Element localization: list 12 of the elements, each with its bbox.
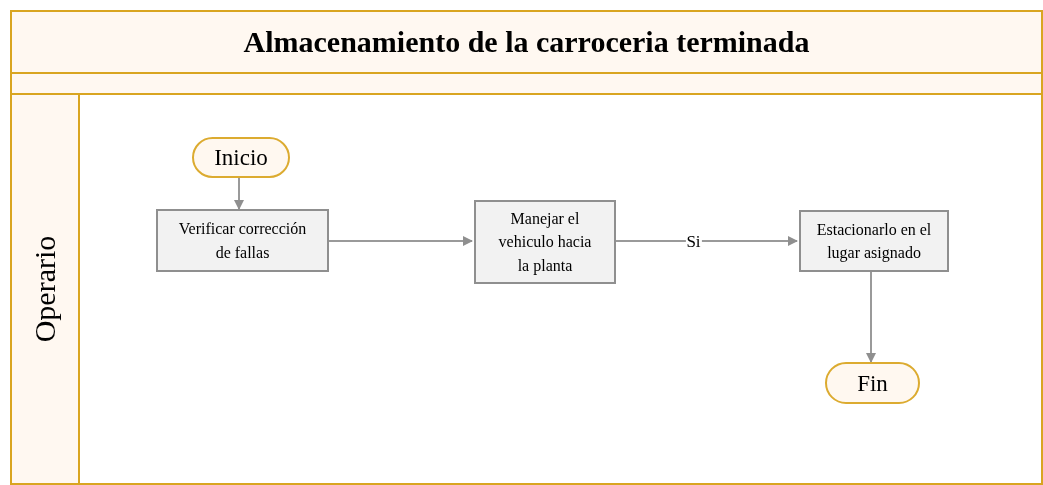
arrow <box>866 271 876 363</box>
process-box: Estacionarlo en el lugar asignado <box>799 210 949 272</box>
arrow <box>326 236 473 246</box>
process-box: Verificar corrección de fallas <box>156 209 329 272</box>
arrow <box>613 236 798 246</box>
pool-title: Almacenamiento de la carroceria terminada <box>243 27 810 57</box>
lane-label: Operario <box>30 235 60 343</box>
terminal-pill: Inicio <box>192 137 290 178</box>
process-box: Manejar el vehiculo hacia la planta <box>474 200 616 284</box>
swimlane <box>10 93 1043 485</box>
arrow <box>234 177 244 210</box>
terminal-pill: Fin <box>825 362 920 404</box>
